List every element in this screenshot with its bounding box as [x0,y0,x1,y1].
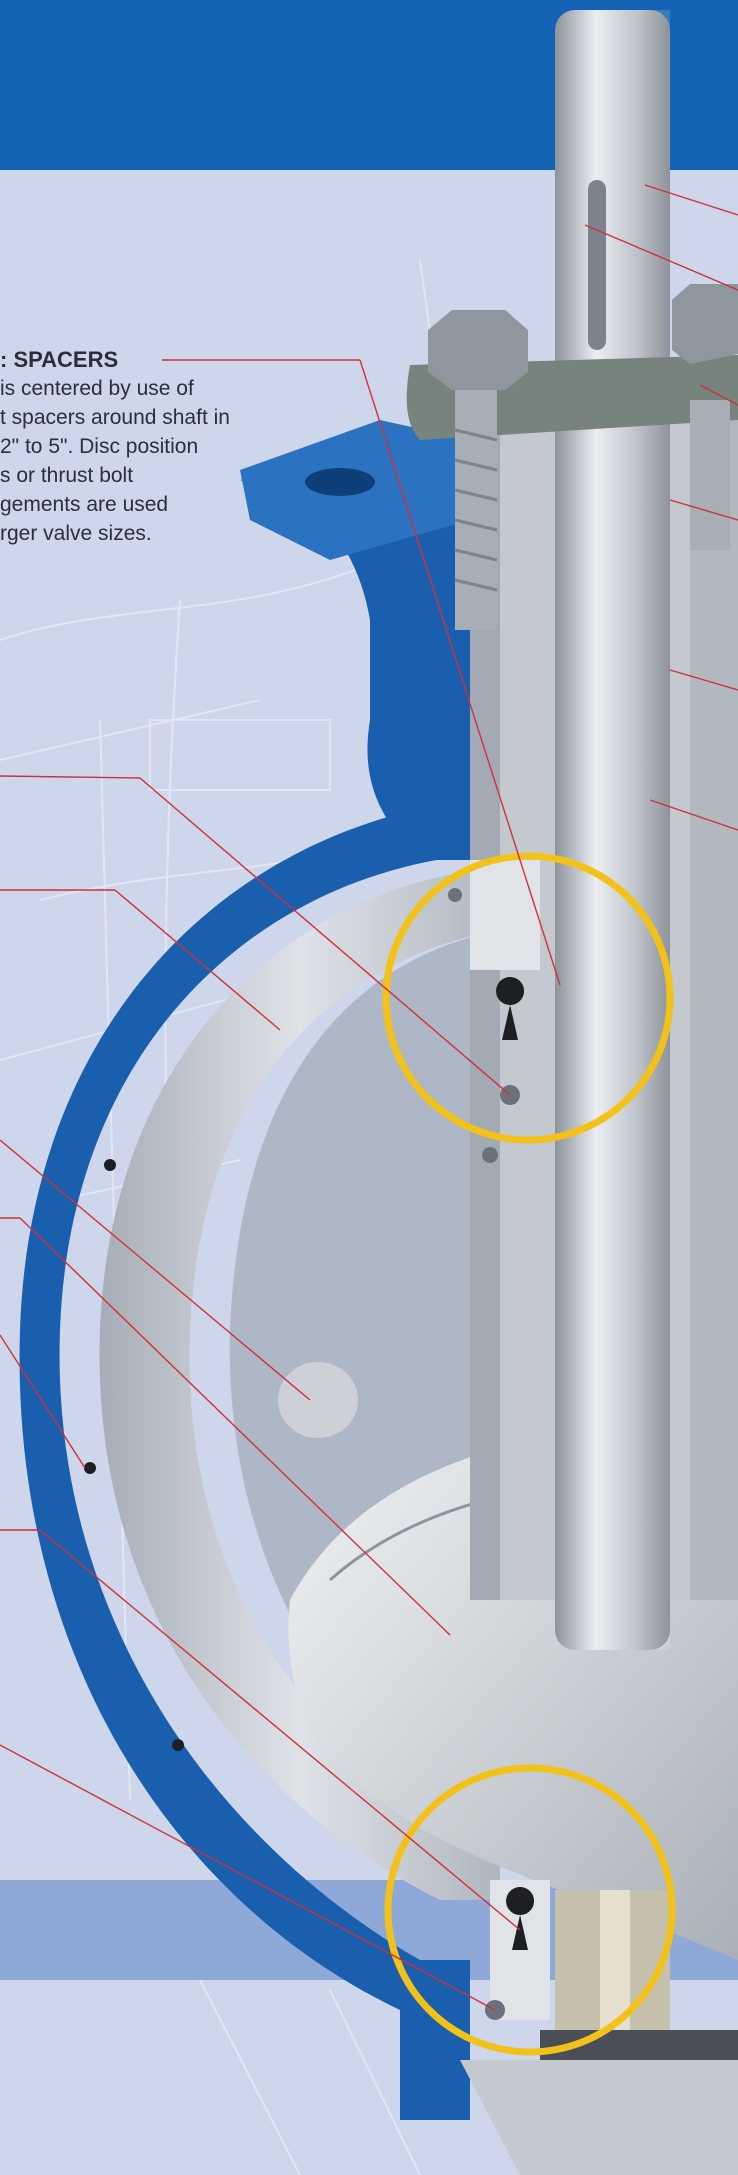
nut-right [672,284,738,364]
disc-stop-pin [278,1362,358,1438]
upper-highlight-ring [382,852,674,1144]
upper-spacer-block [470,860,540,970]
callout-line: gements are used [0,493,169,516]
lower-highlight-ring [384,1764,676,2056]
callout-title: : SPACERS [0,347,119,372]
callout-line: 2" to 5". Disc position [0,435,199,458]
callout-line: s or thrust bolt [0,464,134,487]
callout-line: t spacers around shaft in [0,406,230,429]
leader-lines [0,184,738,2011]
valve-body-shell [19,800,470,2120]
upper-keyhole-pin [496,977,525,1040]
stud-right [690,400,730,550]
shaft-keyway [588,180,606,350]
seat-ring [99,870,501,1900]
lower-keyhole-pin [506,1887,535,1950]
disc-spacers-callout: : SPACERS is centered by use of t spacer… [0,345,300,548]
nut-left [428,310,528,390]
callout-line: is centered by use of [0,377,194,400]
stud-left [455,380,497,630]
callout-line: rger valve sizes. [0,522,152,545]
